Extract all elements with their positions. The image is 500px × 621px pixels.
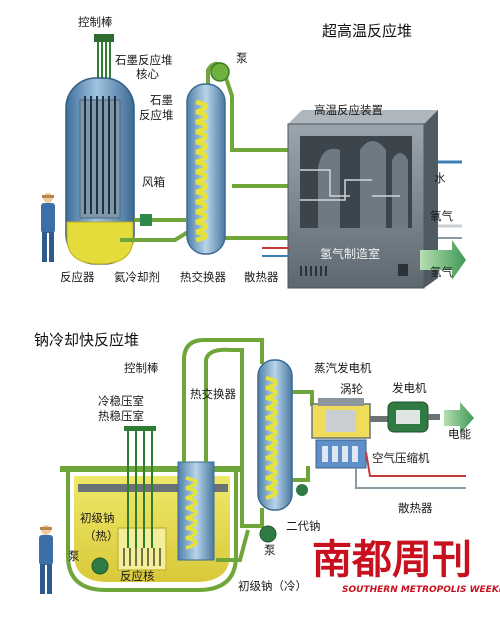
top-label-graphite: 石墨 <box>150 93 173 107</box>
top-label-water: 水 <box>434 171 446 185</box>
top-label-htr-device: 高温反应装置 <box>314 103 383 117</box>
top-pump <box>210 62 230 82</box>
bottom-reactor-core <box>117 527 167 571</box>
bottom-turbine <box>311 398 371 439</box>
bottom-air-compressor <box>315 439 367 469</box>
top-reactor-vessel <box>65 77 135 265</box>
bottom-label-hot: （热） <box>84 529 119 543</box>
top-label-hydrogen: 氢气 <box>430 265 453 279</box>
top-outputs <box>262 160 466 280</box>
top-label-radiator: 散热器 <box>244 270 279 284</box>
bottom-label-steam-generator: 蒸汽发电机 <box>314 361 372 375</box>
top-label-duct: 风箱 <box>142 175 165 189</box>
top-label-heat-exchanger: 热交换器 <box>180 270 226 284</box>
top-label-core: 核心 <box>136 67 159 81</box>
bottom-title: 钠冷却快反应堆 <box>34 331 139 349</box>
brand-subtitle: SOUTHERN METROPOLIS WEEKLY <box>342 585 500 595</box>
bottom-control-rods <box>124 426 156 548</box>
brand-watermark: 南都周刊 SOUTHERN METROPOLIS WEEKLY <box>312 537 500 595</box>
bottom-label-heat-exchanger: 热交换器 <box>190 387 236 401</box>
top-label-graphite-core: 石墨反应堆 <box>115 53 173 67</box>
bottom-person-figure <box>39 525 53 594</box>
top-label-reactor-word: 反应堆 <box>139 108 174 122</box>
bottom-label-pump: 泵 <box>264 543 276 557</box>
bottom-label-turbine: 涡轮 <box>340 382 363 396</box>
bottom-label-radiator: 散热器 <box>398 501 433 515</box>
bottom-label-secondary-sodium: 二代钠 <box>286 519 321 533</box>
bottom-label-primary-sodium-cold: 初级钠（冷） <box>238 579 307 593</box>
top-htr-device <box>287 110 438 289</box>
bottom-label-electricity: 电能 <box>448 427 471 441</box>
bottom-label-control-rod: 控制棒 <box>124 361 159 375</box>
top-label-reactor: 反应器 <box>60 270 95 284</box>
bottom-intermediate-exchanger <box>177 461 215 561</box>
top-control-rods <box>94 34 114 82</box>
top-heat-exchanger <box>186 83 226 255</box>
bottom-secondary-pump <box>296 484 308 496</box>
bottom-steam-generator <box>257 359 293 511</box>
bottom-label-generator: 发电机 <box>392 381 427 395</box>
top-label-pump: 泵 <box>236 51 248 65</box>
bottom-label-cold-plenum: 冷稳压室 <box>98 394 144 408</box>
bottom-label-air-compressor: 空气压缩机 <box>372 451 430 465</box>
bottom-generator <box>370 401 440 433</box>
top-person-figure <box>41 193 55 262</box>
bottom-label-reactor-core: 反应核 <box>120 569 155 583</box>
top-title: 超高温反应堆 <box>322 22 412 40</box>
top-label-helium-coolant: 氦冷却剂 <box>114 270 160 284</box>
bottom-label-hot-plenum: 热稳压室 <box>98 409 144 423</box>
bottom-electricity-arrow <box>444 402 474 434</box>
top-label-control-rod: 控制棒 <box>78 15 113 29</box>
bottom-pump-left <box>91 557 109 575</box>
top-valve <box>140 214 152 226</box>
top-label-oxygen: 氧气 <box>430 209 453 223</box>
bottom-pipes <box>182 338 314 562</box>
bottom-radiator-lines <box>355 451 466 489</box>
bottom-pump <box>259 525 277 543</box>
brand-logo-text: 南都周刊 <box>312 537 472 583</box>
bottom-label-pump-left: 泵 <box>68 549 80 563</box>
top-label-hydrogen-room: 氢气制造室 <box>320 246 380 261</box>
bottom-label-primary-sodium-hot: 初级钠 <box>80 511 115 525</box>
